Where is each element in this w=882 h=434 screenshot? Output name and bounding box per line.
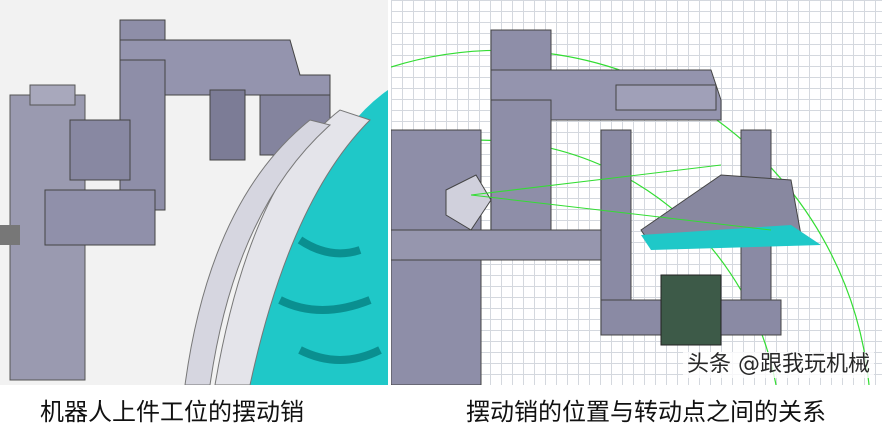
right-caption: 摆动销的位置与转动点之间的关系 <box>466 398 826 426</box>
right-cad-image <box>391 0 882 385</box>
left-caption: 机器人上件工位的摆动销 <box>40 398 304 426</box>
robot-loading-pin-render <box>0 19 388 385</box>
pin-pivot-relationship-render <box>391 29 870 385</box>
left-cad-image <box>0 0 388 385</box>
watermark: 头条 @跟我玩机械 <box>683 352 874 378</box>
